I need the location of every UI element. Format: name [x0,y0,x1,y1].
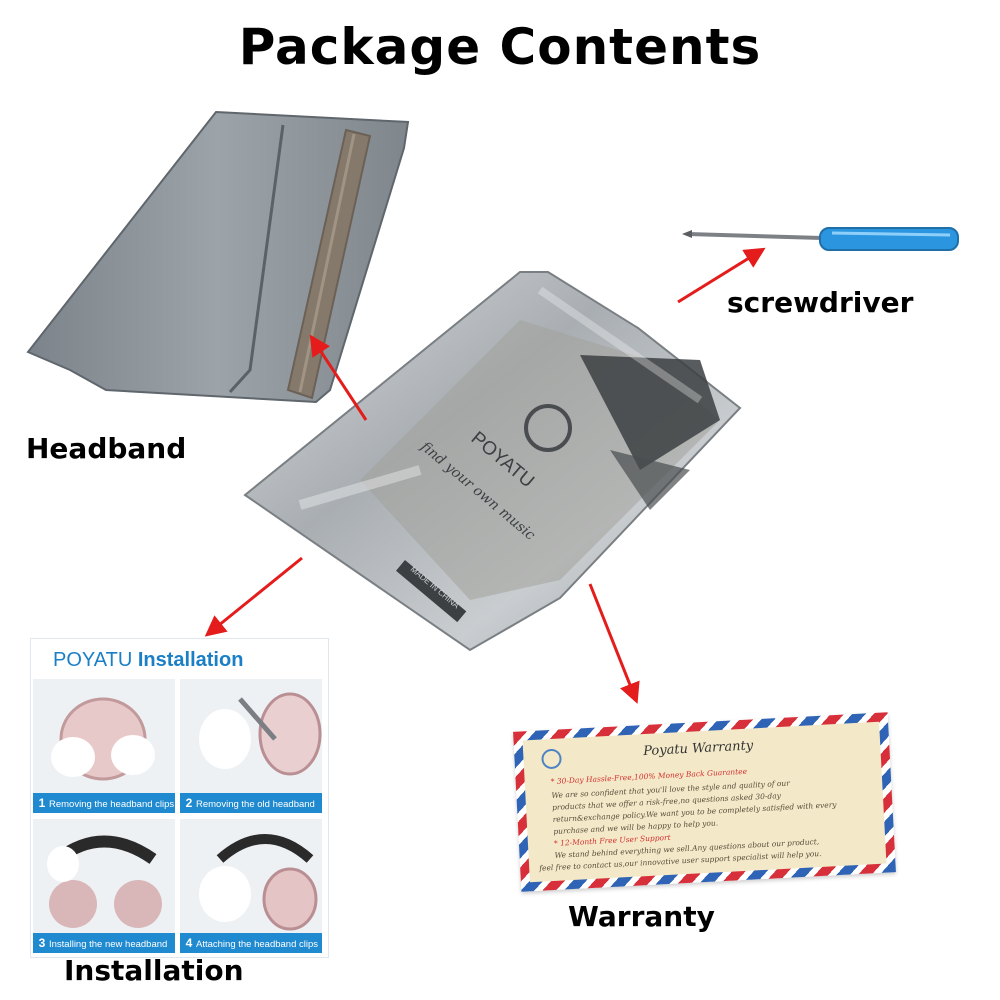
step-caption: Removing the headband clips [49,799,175,810]
arrow-to-warranty [588,583,640,704]
headband-label: Headband [26,432,187,465]
installation-brand: POYATU [53,649,133,671]
page-title: Package Contents [238,18,762,76]
packaging-bag: POYATU find your own music MADE IN CHINA [243,271,742,652]
step-number: 2 [185,796,193,810]
step-caption: Installing the new headband [49,939,168,950]
arrow-to-installation [204,556,303,637]
step-number: 1 [38,796,46,810]
arrow-to-headband [309,334,368,421]
step-number: 4 [185,936,193,950]
installation-title: Installation [137,649,244,671]
warranty-title: Poyatu Warranty [642,738,754,760]
step-caption: Attaching the headband clips [196,939,319,950]
installation-label: Installation [64,954,244,987]
warranty-label: Warranty [568,900,715,933]
installation-heading: POYATU Installation [53,649,243,672]
warranty-card: Poyatu Warranty * 30-Day Hassle-Free,100… [513,712,896,892]
headband-pad [26,110,410,404]
warranty-logo-icon [541,748,563,770]
screwdriver [682,227,959,251]
step-caption: Removing the old headband [196,799,315,810]
arrow-to-screwdriver [677,247,766,304]
screwdriver-label: screwdriver [727,286,914,319]
step-number: 3 [38,936,46,950]
